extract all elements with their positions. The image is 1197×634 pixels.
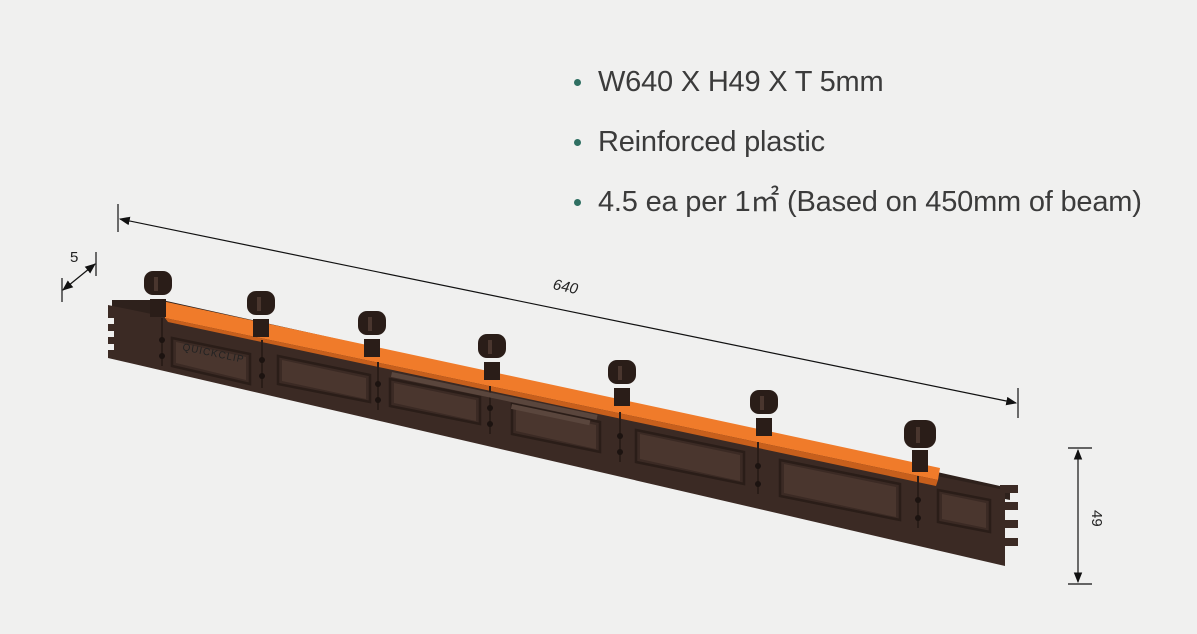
height-label: 49 (1088, 510, 1105, 527)
left-end-notches (104, 318, 114, 350)
bullet-icon (574, 199, 581, 206)
dimension-height: 49 (1068, 447, 1105, 585)
clip (904, 420, 936, 472)
spec-item-dimensions: W640 X H49 X T 5mm (572, 58, 1142, 118)
length-label: 640 (552, 276, 581, 298)
spec-text: Reinforced plastic (598, 126, 825, 158)
spec-item-quantity: 4.5 ea per 1㎡ (Based on 450mm of beam) (572, 178, 1142, 238)
spec-text: W640 X H49 X T 5mm (598, 66, 884, 98)
thickness-label: 5 (70, 249, 78, 266)
bullet-icon (574, 79, 581, 86)
spec-item-material: Reinforced plastic (572, 118, 1142, 178)
beam-product: QUICKCLIP (104, 271, 1018, 566)
spec-list: W640 X H49 X T 5mm Reinforced plastic 4.… (572, 58, 1142, 238)
bullet-icon (574, 139, 581, 146)
dimension-thickness: 5 (61, 249, 97, 302)
right-end-teeth (1000, 485, 1018, 546)
spec-text: 4.5 ea per 1㎡ (Based on 450mm of beam) (598, 186, 1142, 218)
dimension-length: 640 (117, 204, 1019, 418)
